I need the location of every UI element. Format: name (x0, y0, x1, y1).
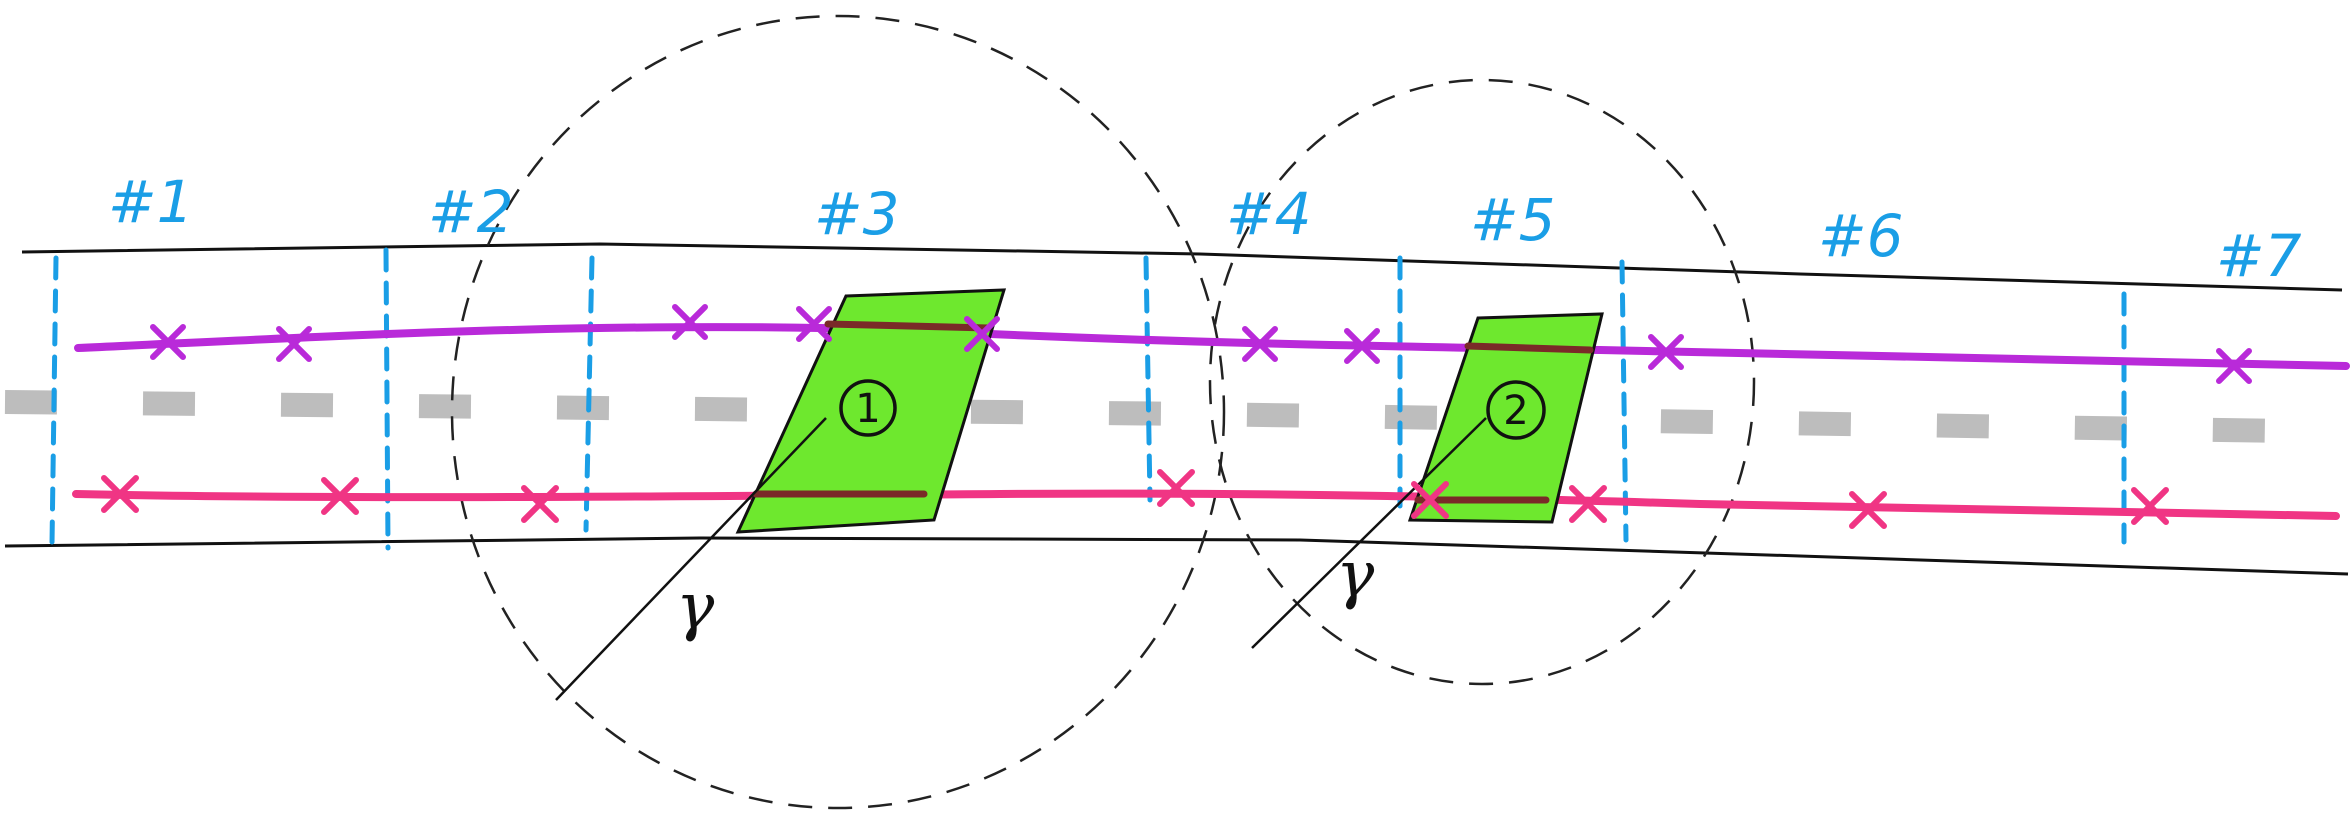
lower-path-cross (2131, 487, 2169, 525)
lower-path-cross (1157, 469, 1195, 507)
segment-label-6: #6 (1818, 202, 1904, 270)
upper-path-cross (276, 326, 312, 362)
zone-1-upper-edge (824, 320, 992, 332)
radius-label-2: γ (1336, 538, 1375, 612)
lower-path (72, 489, 2340, 520)
road-top-edge (21, 242, 2343, 292)
segment-boundary (1619, 259, 1629, 543)
upper-path-cross (796, 306, 832, 342)
zone-1 (735, 288, 1007, 534)
road-bottom-edge (4, 536, 2349, 576)
segment-boundary (383, 247, 391, 551)
segment-label-5: #5 (1470, 186, 1556, 254)
lower-path-cross (1569, 485, 1607, 523)
segment-boundary (1143, 255, 1153, 503)
upper-path-cross (1242, 326, 1278, 362)
upper-path-cross (150, 324, 186, 360)
radius-label-1: γ (676, 570, 715, 644)
zone-2 (1407, 312, 1604, 524)
range-circle-1 (450, 14, 1226, 810)
upper-path-cross (964, 316, 1000, 352)
upper-path-cross (672, 304, 708, 340)
segment-label-7: #7 (2216, 222, 2302, 290)
segment-label-2: #2 (428, 178, 514, 246)
area-label-1: 1 (855, 386, 880, 432)
upper-path-cross (2216, 348, 2252, 384)
range-circle-2 (1208, 78, 1756, 686)
area-label-circle-1 (839, 379, 897, 437)
lower-path-cross (321, 477, 359, 515)
segment-label-4: #4 (1226, 180, 1312, 248)
segment-boundary (49, 255, 59, 547)
upper-path (74, 323, 2350, 370)
segment-label-3: #3 (814, 180, 900, 248)
lower-path-cross (1849, 491, 1887, 529)
area-label-circle-2 (1486, 380, 1546, 440)
zone-2-upper-edge (1464, 342, 1594, 354)
lower-path-cross (1411, 481, 1449, 519)
segment-label-1: #1 (108, 168, 194, 236)
radius-line-1 (555, 417, 827, 701)
lower-path-cross (101, 475, 139, 513)
road-centerline (4, 390, 2351, 444)
upper-path-cross (1648, 334, 1684, 370)
area-label-2: 2 (1503, 388, 1528, 434)
crosses-layer (101, 304, 2252, 529)
lower-path-cross (521, 485, 559, 523)
radius-line-2 (1251, 417, 1487, 649)
upper-path-cross (1344, 328, 1380, 364)
segment-boundary (583, 255, 595, 533)
